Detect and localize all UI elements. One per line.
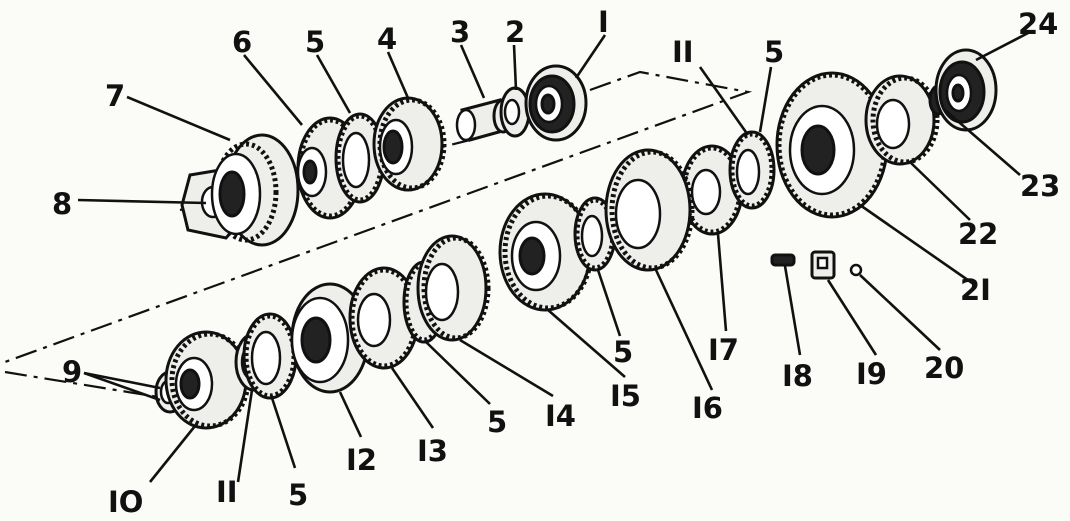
ball-part-20	[849, 263, 863, 277]
label-5-upper-left: 5	[305, 25, 325, 59]
label-22: 22	[958, 217, 998, 251]
label-20: 20	[924, 351, 964, 385]
label-24: 24	[1018, 7, 1058, 41]
label-8: 8	[52, 187, 72, 221]
label-17: I7	[708, 333, 739, 367]
bearing-part-1	[524, 64, 588, 142]
label-5-lower-left: 5	[288, 478, 308, 512]
gear-part-22	[864, 74, 940, 166]
label-9: 9	[62, 355, 82, 389]
label-14: I4	[545, 399, 576, 433]
label-1: I	[598, 5, 609, 39]
gear-part-15	[498, 192, 594, 312]
gear-part-16	[604, 148, 695, 272]
label-12: I2	[346, 443, 377, 477]
label-11-lower: II	[216, 475, 238, 509]
thrust-washer-part-2	[499, 86, 531, 138]
gear-part-4	[372, 96, 447, 192]
label-2: 2	[505, 15, 525, 49]
label-10: IO	[108, 485, 143, 519]
synchro-hub-part-13	[348, 266, 420, 370]
label-18: I8	[782, 359, 813, 393]
label-5-upper-right: 5	[764, 35, 784, 69]
label-23: 23	[1020, 169, 1060, 203]
label-13: I3	[417, 434, 448, 468]
bearing-part-24	[934, 48, 998, 132]
gear-part-10	[164, 330, 251, 430]
label-7: 7	[105, 79, 125, 113]
gear-part-14	[416, 234, 491, 342]
label-5-lower-mid: 5	[487, 405, 507, 439]
label-11-upper: II	[672, 35, 694, 69]
part-labels: I 2 3 4 5 6 7 8 9 IO II 5 I2 I3 5 I4 I5 …	[52, 5, 1060, 519]
spring-part-18	[770, 253, 796, 267]
blocker-ring-part-5-lower	[242, 312, 298, 400]
label-19: I9	[856, 357, 887, 391]
label-5-lower-right: 5	[613, 335, 633, 369]
bushing-part-3	[455, 98, 514, 142]
label-6: 6	[232, 25, 252, 59]
label-21: 2I	[960, 273, 991, 307]
label-15: I5	[610, 379, 641, 413]
synchro-ring-part-11	[728, 130, 776, 210]
key-part-19	[810, 250, 836, 280]
synchro-sleeve-part-7	[210, 133, 300, 247]
leader-lines	[77, 30, 1031, 483]
label-16: I6	[692, 391, 723, 425]
label-4: 4	[377, 22, 397, 56]
label-3: 3	[450, 15, 470, 49]
